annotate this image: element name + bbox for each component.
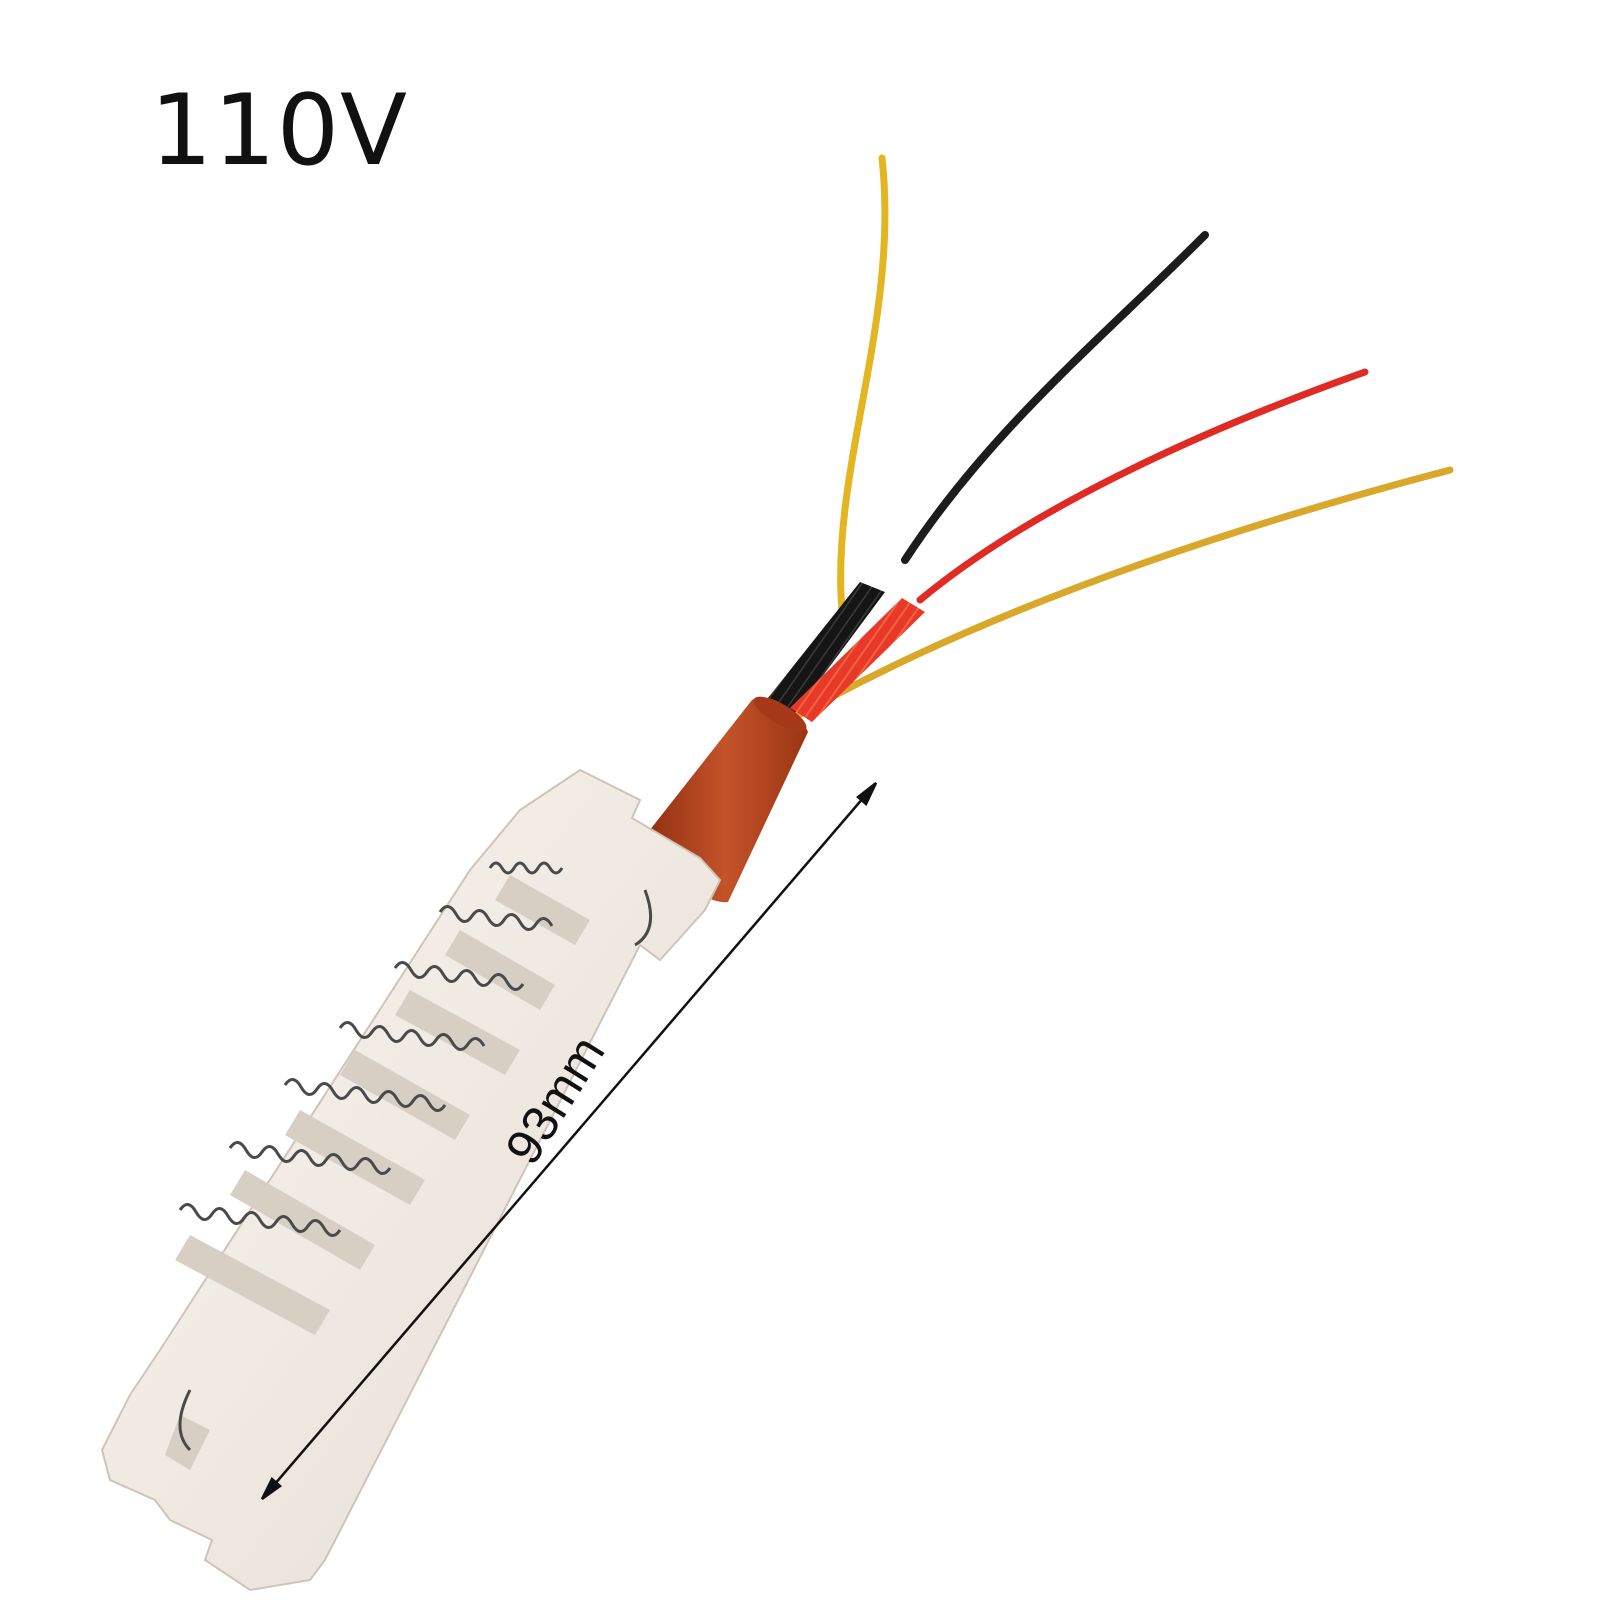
yellow-wire-lower — [786, 466, 1454, 724]
coil — [178, 1203, 342, 1237]
voltage-label: 110V — [150, 74, 409, 188]
black-wire — [901, 231, 1209, 564]
coil — [283, 1078, 447, 1112]
red-braided-sleeve — [790, 598, 925, 722]
dimension-arrow — [260, 782, 878, 1501]
coil — [228, 1141, 392, 1175]
coil — [438, 905, 554, 931]
coil — [393, 961, 525, 991]
lead-wires — [786, 154, 1454, 724]
coil-lead — [178, 889, 653, 1452]
coil — [338, 1021, 486, 1051]
coil — [488, 861, 564, 875]
black-braided-sleeve — [760, 582, 885, 720]
red-wire — [916, 368, 1369, 604]
yellow-wire-upper — [837, 154, 889, 614]
ceramic-core — [100, 768, 722, 1592]
heating-coils — [178, 861, 653, 1452]
